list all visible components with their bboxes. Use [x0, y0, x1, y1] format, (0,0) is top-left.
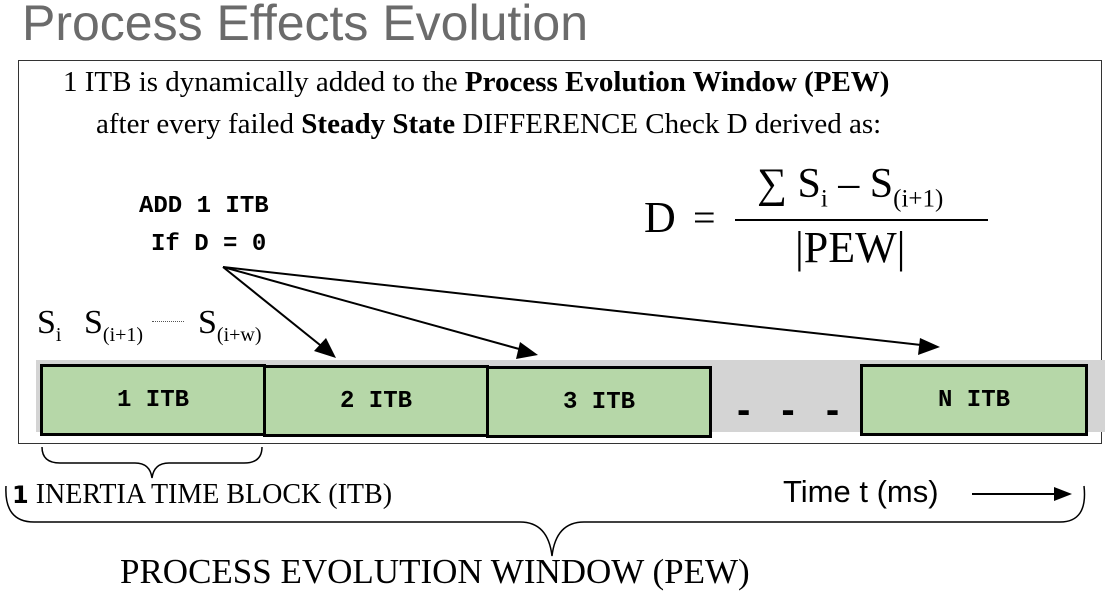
pew-label: PROCESS EVOLUTION WINDOW (PEW) [120, 552, 750, 591]
itb-label: 1 INERTIA TIME BLOCK (ITB) [12, 479, 392, 511]
formula-s: S [797, 161, 821, 207]
description-line-1: 1 ITB is dynamically added to the Proces… [63, 66, 889, 99]
sample-sub: i [55, 323, 62, 346]
arrowhead [918, 338, 940, 355]
description-text: 1 ITB is dynamically added to the [63, 66, 465, 98]
itb-brace [41, 446, 263, 479]
fraction-bar [735, 219, 988, 221]
description-line-2: after every failed Steady State DIFFEREN… [96, 108, 881, 141]
description-text: after every failed [96, 108, 302, 140]
itb-block-2: 2 ITB [263, 365, 489, 437]
sample-s: S [198, 304, 217, 341]
sample-siw: S(i+w) [198, 304, 262, 347]
itb-label-text: INERTIA TIME BLOCK (ITB) [28, 479, 393, 510]
time-axis-label: Time t (ms) [783, 474, 939, 509]
arrow-to-itb-n [222, 266, 931, 347]
pew-brace [5, 485, 1086, 557]
page-title: Process Effects Evolution [22, 0, 589, 51]
sample-dotted-connector [152, 321, 184, 322]
formula-numerator: ∑ Si – S(i+1) [757, 160, 943, 213]
description-text: DIFFERENCE Check D derived as: [455, 108, 882, 140]
description-bold-text: Steady State [301, 108, 456, 140]
formula-sub-i: i [820, 185, 828, 213]
sum-symbol: ∑ [757, 161, 787, 207]
itb-label-number: 1 [12, 481, 29, 509]
formula-s: S [869, 161, 894, 207]
arrowhead [314, 338, 336, 358]
formula-denominator: |PEW| [795, 223, 906, 272]
itb-block-3: 3 ITB [486, 366, 712, 438]
formula-lhs: D [644, 193, 676, 242]
diagram-frame [18, 60, 1102, 444]
sample-s: S [84, 304, 103, 341]
arrow-to-itb-3 [222, 266, 531, 353]
sample-si1: S(i+1) [84, 304, 143, 347]
sample-si: Si [37, 304, 61, 347]
formula-equals: = [693, 195, 716, 240]
rule-add-itb: ADD 1 ITB [139, 193, 269, 220]
sample-sub: (i+w) [216, 323, 262, 346]
arrow-to-itb-2 [222, 266, 331, 354]
rule-condition: If D = 0 [151, 231, 267, 258]
description-bold-text: Process Evolution Window (PEW) [464, 66, 890, 98]
formula-sub-i1: (i+1) [893, 185, 944, 213]
arrowhead [516, 342, 538, 359]
sample-sub: (i+1) [102, 323, 144, 346]
ellipsis-dashes: - - - [737, 388, 850, 432]
time-arrowhead [1054, 487, 1072, 501]
itb-block-n: N ITB [860, 364, 1088, 436]
sample-s: S [37, 304, 56, 341]
formula-minus: – [827, 161, 870, 207]
